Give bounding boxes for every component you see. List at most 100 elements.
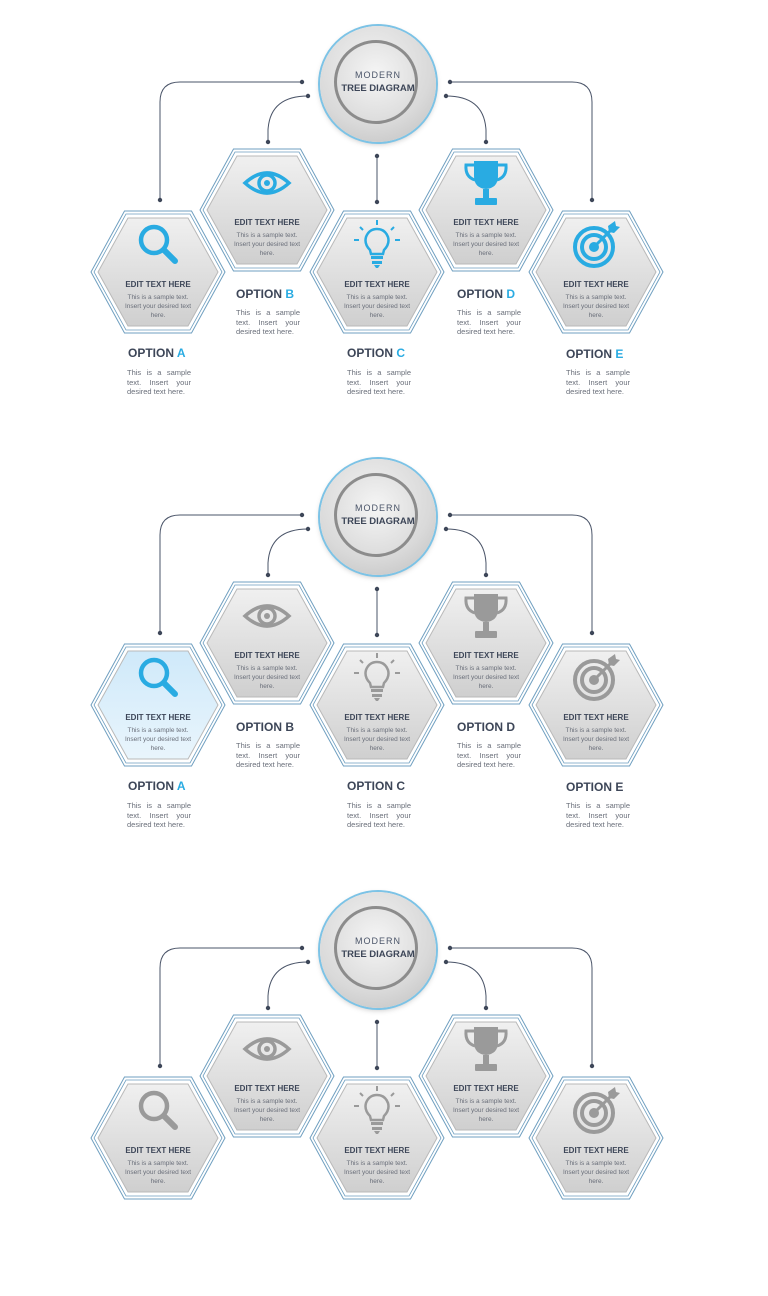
- trophy-icon: [464, 594, 508, 638]
- hexagon-shape: [90, 643, 226, 767]
- connector-dot: [483, 139, 489, 145]
- option-letter: E: [615, 347, 624, 361]
- hexagon-title: EDIT TEXT HERE: [563, 1146, 629, 1155]
- option-letter: A: [176, 779, 186, 793]
- hexagon-option-a: EDIT TEXT HERE This is a sample text. Ins…: [90, 643, 226, 767]
- option-prefix: OPTION: [128, 779, 175, 793]
- hexagon-text: This is a sample text. Insert your desir…: [124, 727, 192, 752]
- hexagon-text: This is a sample text. Insert your desir…: [233, 665, 301, 690]
- hub-circle: MODERN TREE DIAGRAM: [320, 459, 436, 575]
- option-letter: D: [506, 287, 516, 301]
- option-label-e: OPTION E: [566, 347, 686, 361]
- search-icon-wrap: [133, 653, 183, 703]
- option-label-a: OPTION A: [128, 346, 248, 360]
- hexagon-title: EDIT TEXT HERE: [453, 651, 519, 660]
- hexagon-option-e: EDIT TEXT HERE This is a sample text. Ins…: [528, 1076, 664, 1200]
- hub-title-line1: MODERN: [355, 503, 401, 513]
- connector-line: [450, 514, 593, 633]
- connector-dot: [157, 1063, 163, 1069]
- trophy-icon: [464, 1027, 508, 1071]
- option-prefix: OPTION: [566, 347, 613, 361]
- connector-dot: [447, 79, 453, 85]
- hexagon-shape: [309, 643, 445, 767]
- hexagon-title: EDIT TEXT HERE: [563, 713, 629, 722]
- option-description-d: This is a sample text. Insert your desir…: [457, 741, 521, 769]
- hexagon-shape: [528, 210, 664, 334]
- lightbulb-icon-wrap: [352, 220, 402, 270]
- hexagon-title: EDIT TEXT HERE: [125, 713, 191, 722]
- slide-2: MODERN TREE DIAGRAM EDIT TEXT HERE This i…: [0, 433, 768, 863]
- connector-dot: [443, 959, 449, 965]
- option-letter: B: [285, 720, 295, 734]
- option-letter: C: [396, 779, 406, 793]
- option-description-c: This is a sample text. Insert your desir…: [347, 801, 411, 829]
- search-icon: [138, 224, 178, 264]
- connector-dot: [374, 199, 380, 205]
- hexagon-shape: [418, 581, 554, 705]
- option-label-c: OPTION C: [347, 346, 467, 360]
- option-prefix: OPTION: [347, 779, 394, 793]
- connector-dot: [443, 526, 449, 532]
- connector-line: [445, 528, 487, 575]
- connector-dot: [589, 197, 595, 203]
- slide-1: MODERN TREE DIAGRAM EDIT TEXT HERE This i…: [0, 0, 768, 430]
- hexagon-text: This is a sample text. Insert your desir…: [562, 727, 630, 752]
- hexagon-shape: [199, 148, 335, 272]
- trophy-icon-wrap: [461, 591, 511, 641]
- hexagon-option-e: EDIT TEXT HERE This is a sample text. Ins…: [528, 643, 664, 767]
- hexagon-option-a: EDIT TEXT HERE This is a sample text. Ins…: [90, 210, 226, 334]
- connector-dot: [447, 945, 453, 951]
- hexagon-title: EDIT TEXT HERE: [344, 713, 410, 722]
- hexagon-text: This is a sample text. Insert your desir…: [452, 1098, 520, 1123]
- hexagon-text: This is a sample text. Insert your desir…: [233, 232, 301, 257]
- hexagon-text: This is a sample text. Insert your desir…: [343, 1160, 411, 1185]
- connector-dot: [374, 1019, 380, 1025]
- option-description-d: This is a sample text. Insert your desir…: [457, 308, 521, 336]
- option-prefix: OPTION: [566, 780, 613, 794]
- hexagon-text: This is a sample text. Insert your desir…: [343, 294, 411, 319]
- connector-line: [159, 81, 302, 200]
- hub-title-line2: TREE DIAGRAM: [341, 83, 415, 94]
- trophy-icon-wrap: [461, 158, 511, 208]
- eye-icon-wrap: [242, 591, 292, 641]
- hexagon-text: This is a sample text. Insert your desir…: [343, 727, 411, 752]
- lightbulb-icon: [354, 1086, 400, 1134]
- connector-dot: [157, 197, 163, 203]
- connector-dot: [483, 1005, 489, 1011]
- option-letter: E: [615, 780, 624, 794]
- option-prefix: OPTION: [236, 287, 283, 301]
- hexagon-title: EDIT TEXT HERE: [453, 218, 519, 227]
- option-description-b: This is a sample text. Insert your desir…: [236, 741, 300, 769]
- option-letter: D: [506, 720, 516, 734]
- search-icon: [138, 1090, 178, 1130]
- option-description-b: This is a sample text. Insert your desir…: [236, 308, 300, 336]
- hexagon-text: This is a sample text. Insert your desir…: [124, 1160, 192, 1185]
- option-label-b: OPTION B: [236, 720, 356, 734]
- connector-line: [450, 81, 593, 200]
- hexagon-title: EDIT TEXT HERE: [125, 1146, 191, 1155]
- connector-dot: [443, 93, 449, 99]
- search-icon: [138, 657, 178, 697]
- hexagon-text: This is a sample text. Insert your desir…: [562, 1160, 630, 1185]
- hexagon-title: EDIT TEXT HERE: [125, 280, 191, 289]
- option-letter: B: [285, 287, 295, 301]
- option-description-a: This is a sample text. Insert your desir…: [127, 801, 191, 829]
- target-icon-wrap: [571, 1086, 621, 1136]
- hexagon-text: This is a sample text. Insert your desir…: [124, 294, 192, 319]
- hexagon-shape: [309, 210, 445, 334]
- option-prefix: OPTION: [128, 346, 175, 360]
- connector-dot: [374, 1065, 380, 1071]
- option-label-d: OPTION D: [457, 287, 577, 301]
- connector-dot: [483, 572, 489, 578]
- target-icon: [573, 1087, 620, 1134]
- connector-line: [267, 961, 309, 1008]
- hexagon-shape: [528, 643, 664, 767]
- hexagon-shape: [90, 210, 226, 334]
- lightbulb-icon: [354, 653, 400, 701]
- hub-title-line1: MODERN: [355, 70, 401, 80]
- connector-dot: [305, 93, 311, 99]
- hexagon-title: EDIT TEXT HERE: [563, 280, 629, 289]
- connector-dot: [374, 153, 380, 159]
- option-prefix: OPTION: [236, 720, 283, 734]
